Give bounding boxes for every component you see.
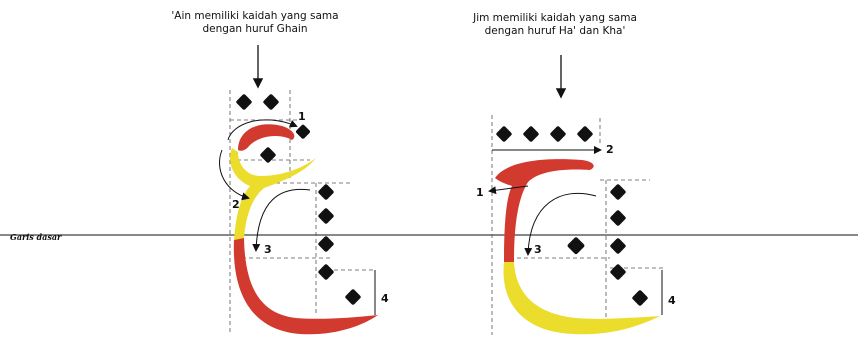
jim-guide-lines	[491, 115, 665, 335]
caption-ain: 'Ain memiliki kaidah yang sama dengan hu…	[155, 10, 355, 36]
caption-jim-line-1: Jim memiliki kaidah yang sama	[473, 12, 637, 24]
caption-ain-line-1: 'Ain memiliki kaidah yang sama	[171, 10, 339, 22]
ain-step-1: 1	[298, 110, 306, 123]
jim-yellow-bowl	[503, 262, 660, 335]
caption-jim-line-2: dengan huruf Ha' dan Kha'	[484, 25, 626, 37]
jim-diamond-dots	[496, 126, 648, 306]
ain-arrow-2	[219, 149, 250, 201]
ain-step-4: 4	[381, 292, 389, 305]
ain-arrow-3	[252, 188, 311, 252]
jim-step-3: 3	[534, 243, 542, 256]
ain-arrow-1	[227, 119, 298, 141]
ain-step-3: 3	[264, 243, 272, 256]
ain-letter	[219, 45, 378, 335]
jim-red-head	[495, 159, 594, 262]
jim-letter	[488, 55, 665, 335]
ain-red-bowl	[233, 238, 378, 335]
jim-step-4: 4	[668, 294, 676, 307]
ain-yellow-stroke	[230, 148, 316, 240]
jim-arrow-1	[488, 185, 529, 195]
caption-jim: Jim memiliki kaidah yang sama dengan hur…	[455, 12, 655, 38]
jim-step-2: 2	[606, 143, 614, 156]
ain-red-head	[238, 124, 295, 151]
caption-ain-line-2: dengan huruf Ghain	[202, 23, 308, 35]
jim-step-1: 1	[476, 186, 484, 199]
jim-arrow-3	[524, 192, 597, 256]
baseline-label: Garis dasar	[10, 232, 62, 242]
ain-diamond-dots	[236, 94, 361, 305]
ain-step-2: 2	[232, 198, 240, 211]
